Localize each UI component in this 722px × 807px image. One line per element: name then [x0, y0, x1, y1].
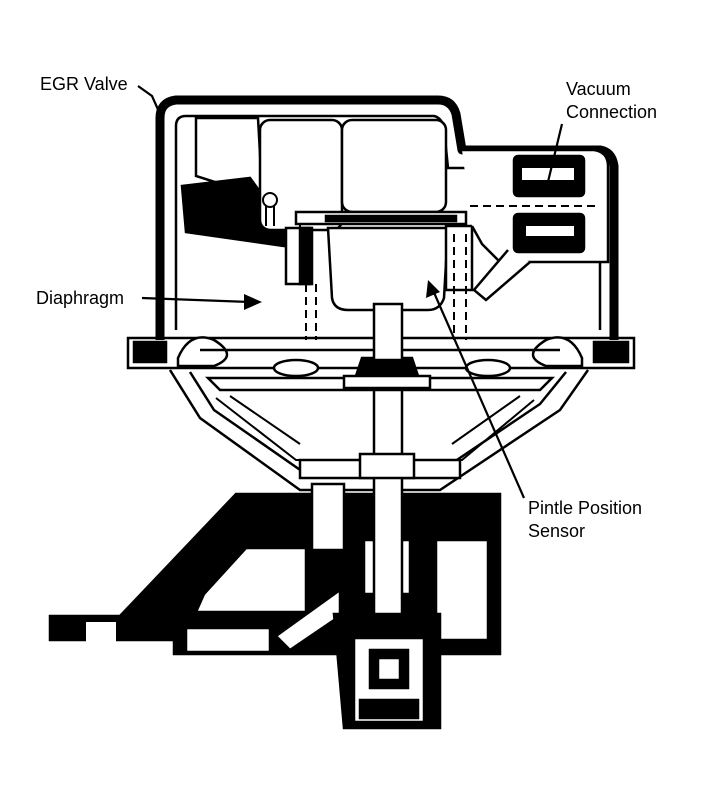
label-vacuum-line1: Vacuum	[566, 79, 631, 99]
upper-internals	[180, 116, 610, 340]
diaphragm-flange	[126, 336, 636, 392]
label-diaphragm: Diaphragm	[36, 288, 124, 308]
pintle-arrowhead	[426, 280, 440, 298]
label-pintle-line1: Pintle Position	[528, 498, 642, 518]
pintle-leader	[430, 287, 526, 499]
diaphragm-leader	[141, 296, 251, 304]
label-egr-valve: EGR Valve	[40, 74, 128, 94]
label-pintle-line2: Sensor	[528, 521, 585, 541]
vacuum-arrowhead	[540, 180, 554, 194]
leader-lines	[137, 85, 564, 499]
label-vacuum-line2: Connection	[566, 102, 657, 122]
vacuum-leader	[544, 123, 564, 191]
diaphragm-arrowhead	[244, 294, 262, 310]
pintle-shaft	[332, 302, 442, 730]
egr-valve-leader	[137, 85, 162, 115]
